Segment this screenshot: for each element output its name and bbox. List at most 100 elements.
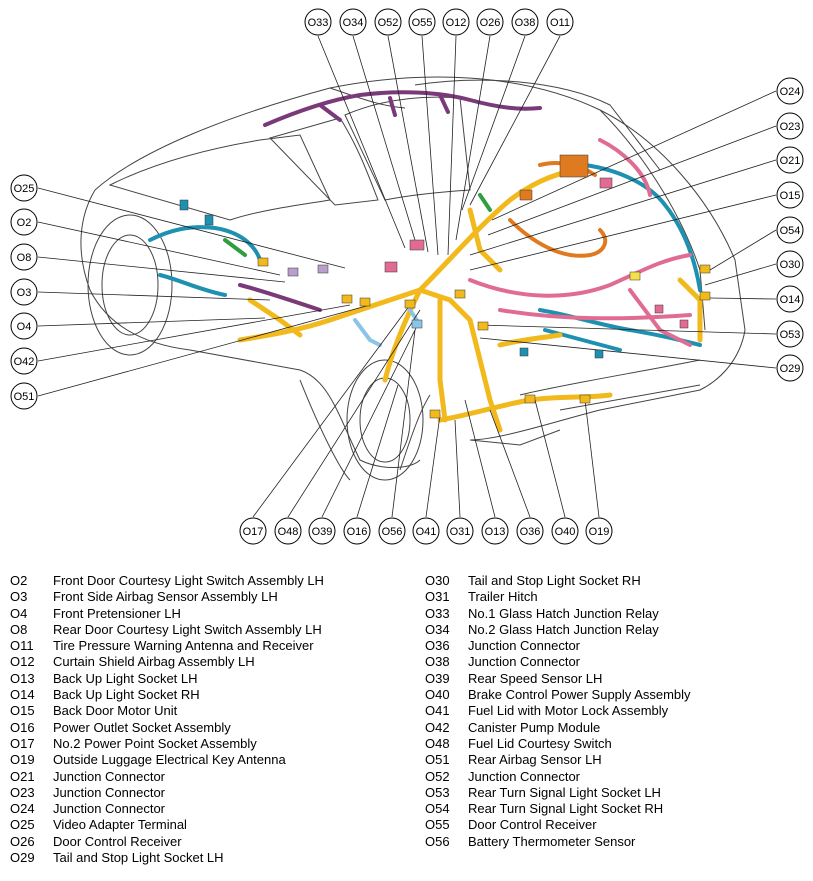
legend-code: O29 [10, 850, 35, 866]
legend-row: O15 Back Door Motor Unit [10, 703, 410, 719]
legend-code: O42 [425, 719, 450, 735]
callout-o36: O36 [516, 517, 544, 545]
callout-o48: O48 [274, 517, 302, 545]
svg-text:O34: O34 [343, 17, 364, 29]
legend-code: O15 [10, 703, 35, 719]
legend-label: Canister Pump Module [468, 719, 601, 735]
callout-o23: O23 [776, 112, 804, 140]
svg-text:O30: O30 [780, 259, 801, 271]
legend-code: O52 [425, 768, 450, 784]
legend-label: Junction Connector [53, 784, 166, 800]
callout-o31: O31 [446, 517, 474, 545]
legend-code: O55 [425, 817, 450, 833]
legend-label: Rear Airbag Sensor LH [468, 752, 602, 768]
legend-label: Fuel Lid Courtesy Switch [468, 735, 612, 751]
callout-o54: O54 [776, 216, 804, 244]
legend-row: O34 No.2 Glass Hatch Junction Relay [425, 622, 805, 638]
legend-label: Rear Turn Signal Light Socket LH [468, 784, 661, 800]
legend-label: Front Door Courtesy Light Switch Assembl… [53, 573, 324, 588]
callout-o21: O21 [776, 146, 804, 174]
legend-label: Door Control Receiver [468, 817, 597, 833]
legend-code: O36 [425, 638, 450, 654]
legend-code: O12 [10, 654, 35, 670]
callouts-left: O25 O2 O8 O3 O4 O42 O51 [10, 174, 38, 410]
legend-code: O48 [425, 735, 450, 751]
callout-o40: O40 [551, 517, 579, 545]
callout-o33: O33 [304, 8, 332, 36]
callout-o14: O14 [776, 285, 804, 313]
svg-text:O53: O53 [780, 329, 801, 341]
svg-text:O11: O11 [550, 17, 570, 29]
callout-o2: O2 [10, 208, 38, 236]
svg-text:O39: O39 [312, 526, 333, 538]
legend-label: Junction Connector [468, 768, 581, 784]
legend-code: O56 [425, 833, 450, 849]
svg-text:O14: O14 [780, 294, 801, 306]
legend-code: O2 [10, 573, 28, 588]
callout-o12: O12 [442, 8, 470, 36]
legend-label: No.2 Glass Hatch Junction Relay [468, 621, 659, 637]
callout-o25: O25 [10, 174, 38, 202]
harness-purple [238, 90, 542, 312]
svg-text:O17: O17 [243, 526, 264, 538]
callout-o4: O4 [10, 312, 38, 340]
svg-text:O36: O36 [520, 526, 541, 538]
legend-code: O34 [425, 621, 450, 637]
callouts-bottom: O17 O48 O39 O16 O56 O41 O31 O13 O36 O40 … [239, 517, 613, 545]
callout-o38: O38 [511, 8, 539, 36]
legend-label: Tail and Stop Light Socket LH [53, 850, 224, 866]
callouts-right: O24 O23 O21 O15 O54 O30 O14 O53 O29 [776, 77, 804, 382]
svg-text:O2: O2 [17, 217, 32, 229]
legend-code: O30 [425, 573, 450, 588]
legend-code: O11 [10, 638, 34, 654]
svg-text:O26: O26 [480, 17, 501, 29]
legend-code: O19 [10, 752, 35, 768]
callout-o8: O8 [10, 243, 38, 271]
callout-o53: O53 [776, 320, 804, 348]
svg-text:O13: O13 [485, 526, 506, 538]
legend-code: O4 [10, 605, 28, 621]
legend-label: Back Door Motor Unit [53, 703, 178, 719]
legend-label: Curtain Shield Airbag Assembly LH [53, 654, 255, 670]
svg-text:O21: O21 [780, 155, 801, 167]
harness-green [223, 193, 492, 257]
callout-o29: O29 [776, 354, 804, 382]
callout-o15: O15 [776, 181, 804, 209]
svg-text:O15: O15 [780, 190, 801, 202]
svg-text:O23: O23 [780, 121, 801, 133]
legend-label: No.1 Glass Hatch Junction Relay [468, 605, 659, 621]
legend-code: O51 [425, 752, 450, 768]
svg-text:O42: O42 [14, 356, 35, 368]
callouts-top: O33 O34 O52 O55 O12 O26 O38 O11 [304, 8, 574, 36]
svg-text:O24: O24 [780, 86, 801, 98]
harness-yellow [237, 167, 703, 433]
svg-text:O8: O8 [17, 252, 32, 264]
svg-text:O40: O40 [555, 526, 576, 538]
legend-code: O17 [10, 735, 35, 751]
harness-pink [468, 138, 692, 347]
connector-blocks [179, 154, 711, 419]
legend-label: Battery Thermometer Sensor [468, 833, 636, 849]
legend-row: O42 Canister Pump Module [425, 720, 805, 736]
svg-text:O41: O41 [416, 526, 437, 538]
legend-label: Front Side Airbag Sensor Assembly LH [53, 589, 278, 605]
svg-text:O33: O33 [308, 17, 329, 29]
legend-row: O48 Fuel Lid Courtesy Switch [425, 736, 805, 752]
